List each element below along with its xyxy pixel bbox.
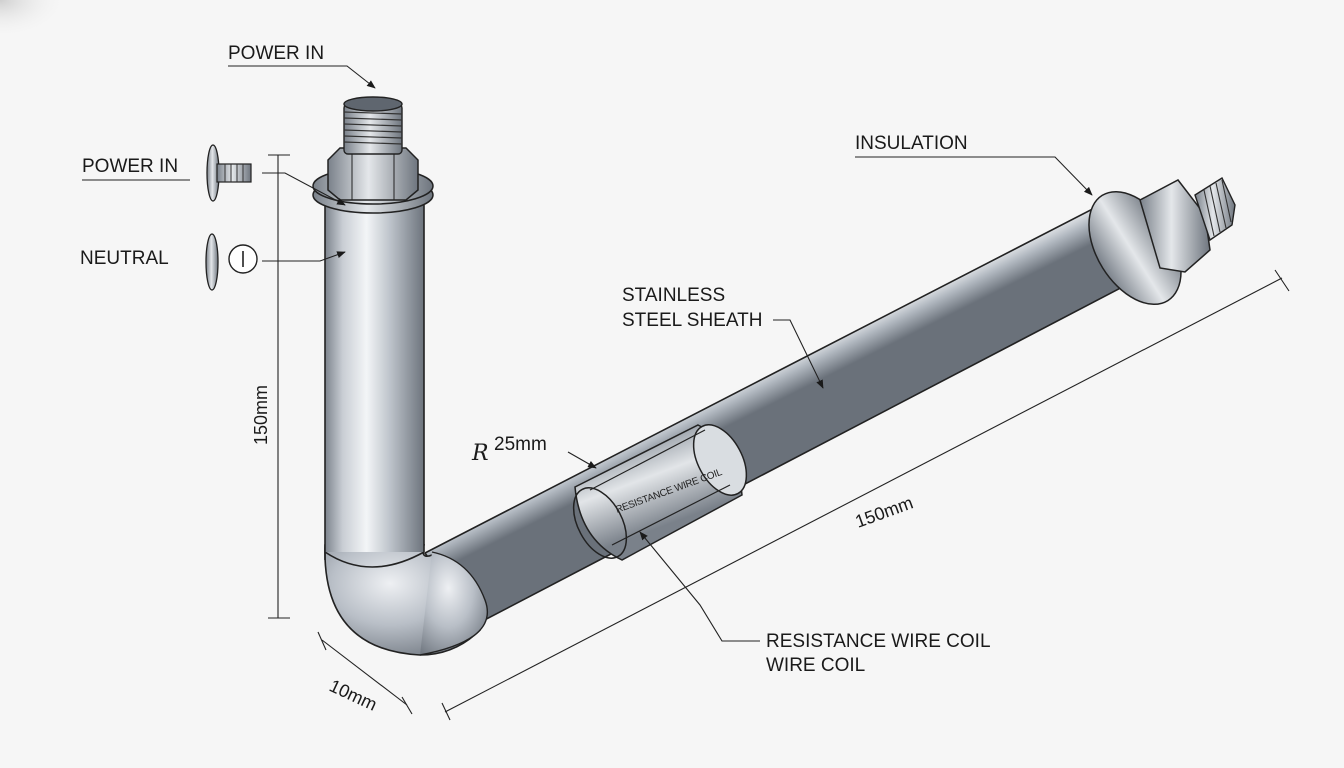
label-coil-line2: WIRE COIL bbox=[766, 655, 865, 676]
label-sheath-line1: STAINLESS bbox=[622, 285, 725, 306]
label-power-in-left: POWER IN bbox=[82, 156, 178, 177]
label-insulation: INSULATION bbox=[855, 133, 968, 154]
coil-window: RESISTANCE WIRE COIL bbox=[572, 424, 748, 561]
right-fitting bbox=[1088, 176, 1236, 306]
terminal-neutral-icon bbox=[205, 233, 258, 291]
terminal-screw-icon bbox=[206, 144, 252, 202]
dimension-lines bbox=[268, 154, 1290, 721]
vertical-pipe bbox=[324, 205, 425, 560]
leader-lines bbox=[82, 65, 1093, 642]
label-coil-line1: RESISTANCE WIRE COIL bbox=[766, 631, 991, 652]
label-radius-symbol: R bbox=[471, 441, 489, 466]
pipe-bend bbox=[324, 544, 489, 656]
label-sheath-line2: STEEL SHEATH bbox=[622, 310, 762, 331]
label-neutral: NEUTRAL bbox=[80, 248, 169, 269]
label-power-in-top: POWER IN bbox=[228, 43, 324, 64]
dim-vertical-length: 150mm bbox=[251, 385, 271, 445]
top-fitting bbox=[312, 96, 434, 214]
label-radius: 25mm bbox=[494, 434, 547, 455]
